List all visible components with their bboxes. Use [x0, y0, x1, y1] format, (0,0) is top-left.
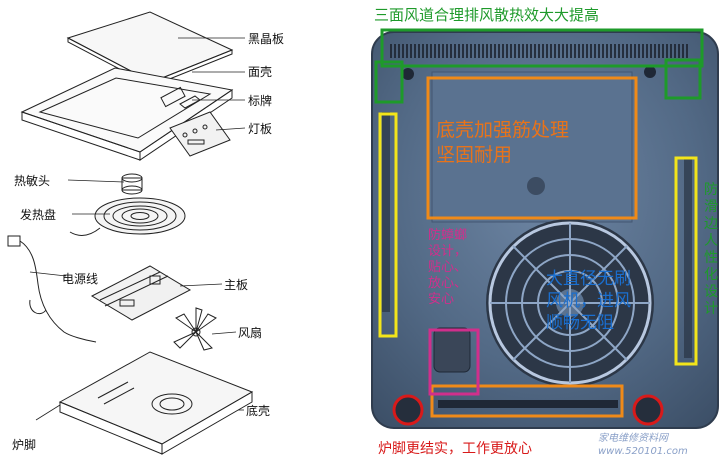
label-feet: 炉脚 — [12, 438, 37, 452]
fan-caption-line2: 风机，进风 — [546, 291, 631, 311]
label-power-cord: 电源线 — [62, 272, 99, 286]
caption-reinforced-line1: 底壳加强筋处理 — [436, 119, 570, 141]
watermark-line2: www.520101.com — [598, 446, 688, 457]
label-heating-coil: 发热盘 — [20, 208, 57, 222]
caption-reinforced-shell: 底壳加强筋处理 坚固耐用 — [436, 118, 569, 168]
label-crystal-plate: 黑晶板 — [248, 32, 285, 46]
power-cord-part — [7, 235, 97, 343]
anti-cockroach-line2: 设计， — [428, 244, 468, 259]
caption-fan: 大直径无刷 风机，进风 顺畅无阻 — [546, 268, 631, 334]
watermark-line1: 家电维修资料网 — [598, 433, 668, 444]
label-fan: 风扇 — [238, 326, 263, 340]
yellow-frame-left — [378, 112, 398, 338]
label-main-board: 主板 — [224, 278, 249, 292]
cord-cover — [433, 327, 471, 373]
fan-caption-line1: 大直径无刷 — [546, 269, 631, 289]
watermark: 家电维修资料网 www.520101.com — [598, 432, 688, 458]
light-board-part — [169, 111, 231, 157]
screw-hole-tr — [644, 66, 656, 78]
bottom-shell-part — [58, 351, 254, 455]
fan-grille — [486, 219, 654, 387]
pink-frame — [428, 328, 480, 396]
leader-lines — [29, 37, 246, 421]
anti-cockroach-line1: 防蟑螂 — [428, 228, 468, 243]
heating-coil-part — [69, 197, 186, 236]
caption-reinforced-line2: 坚固耐用 — [436, 144, 513, 166]
annotated-product-photo: 三面风道合理排风散热效大大提高 底壳加强筋处理 坚固耐用 防蟑螂 设计， 贴心、… — [366, 0, 725, 465]
orange-frame-bottom — [430, 384, 624, 418]
anti-slip-char-1: 防 — [704, 182, 718, 198]
anti-cockroach-line4: 放心、 — [428, 276, 468, 291]
yellow-frame-right — [674, 156, 698, 366]
main-board-part — [90, 265, 192, 321]
label-top-cover: 面壳 — [248, 65, 273, 79]
anti-slip-char-8: 计 — [704, 301, 718, 317]
red-circle-right — [632, 394, 664, 426]
bottom-slot — [438, 400, 618, 408]
label-nameplate: 标牌 — [248, 94, 273, 108]
fan-caption-line3: 顺畅无阻 — [546, 313, 614, 333]
anti-slip-char-2: 滑 — [704, 199, 718, 215]
anti-slip-char-6: 化 — [704, 267, 718, 283]
screw-hole-tl — [402, 68, 414, 80]
top-cover-part — [20, 67, 234, 161]
left-rail — [382, 112, 390, 312]
label-thermistor: 热敏头 — [14, 174, 51, 188]
photo-drawing — [371, 28, 719, 429]
right-rail — [684, 158, 692, 358]
foot-right — [634, 396, 662, 424]
green-frame-right — [664, 58, 702, 100]
caption-anti-cockroach: 防蟑螂 设计， 贴心、 放心、 安心 — [428, 228, 467, 308]
anti-cockroach-line5: 安心 — [428, 292, 455, 307]
anti-slip-char-5: 性 — [704, 250, 718, 266]
red-circle-left — [392, 394, 424, 426]
anti-slip-char-3: 边 — [704, 216, 718, 232]
caption-anti-slip-edge: 防 滑 边 人 性 化 设 计 — [704, 182, 718, 318]
center-emboss — [431, 71, 633, 223]
foot-left — [394, 396, 422, 424]
thermistor-part — [121, 173, 143, 195]
top-vent-grille — [390, 44, 690, 58]
anti-slip-char-4: 人 — [704, 233, 718, 249]
orange-frame-center — [426, 76, 638, 220]
label-bottom-shell: 底壳 — [246, 404, 271, 418]
green-frame-top — [380, 28, 704, 68]
caption-top-ventilation: 三面风道合理排风散热效大大提高 — [374, 6, 600, 24]
fan-part — [173, 307, 217, 351]
caption-feet: 炉脚更结实，工作更放心 — [378, 441, 532, 457]
exploded-view-diagram — [7, 11, 254, 455]
label-light-board: 灯板 — [248, 122, 273, 136]
anti-cockroach-line3: 贴心、 — [428, 260, 468, 275]
green-frame-left — [374, 60, 404, 104]
center-screw — [527, 177, 545, 195]
anti-slip-char-7: 设 — [704, 284, 718, 300]
